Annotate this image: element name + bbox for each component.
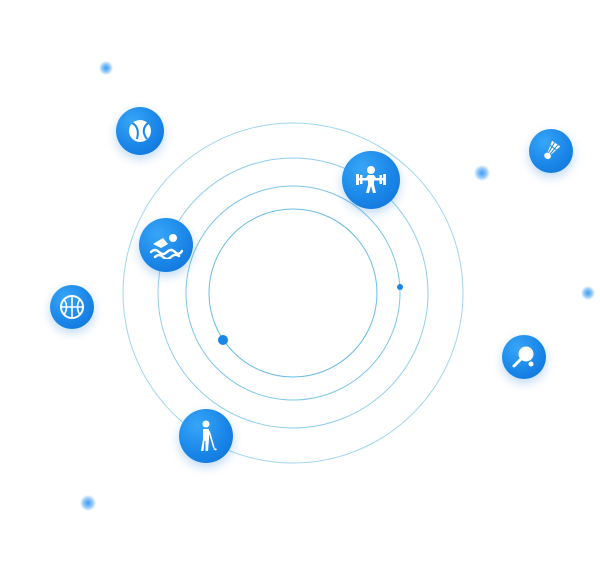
golf-button[interactable] <box>179 409 233 463</box>
glow-dot <box>474 165 490 181</box>
badminton-shuttlecock-icon <box>544 140 561 160</box>
orbit-ring-third <box>157 157 429 429</box>
glow-dot <box>80 495 96 511</box>
orbit-ring-inner <box>208 208 378 378</box>
tennis-ball-icon <box>129 120 151 142</box>
swimming-button[interactable] <box>139 218 193 272</box>
tennis-button[interactable] <box>116 107 164 155</box>
table-tennis-button[interactable] <box>502 335 546 379</box>
golf-icon <box>201 420 217 451</box>
orbit-dot-right <box>397 284 403 290</box>
basketball-icon <box>60 295 84 319</box>
weightlifting-icon <box>356 166 386 193</box>
weightlifting-button[interactable] <box>342 151 400 209</box>
glow-dot <box>581 286 595 300</box>
glow-dot <box>99 61 113 75</box>
orbit-ring-outer <box>122 122 464 464</box>
table-tennis-icon <box>512 346 534 368</box>
swimming-icon <box>149 234 183 259</box>
orbit-ring-second <box>185 185 401 401</box>
basketball-button[interactable] <box>50 285 94 329</box>
orbit-dot-left <box>218 335 228 345</box>
badminton-button[interactable] <box>529 129 573 173</box>
